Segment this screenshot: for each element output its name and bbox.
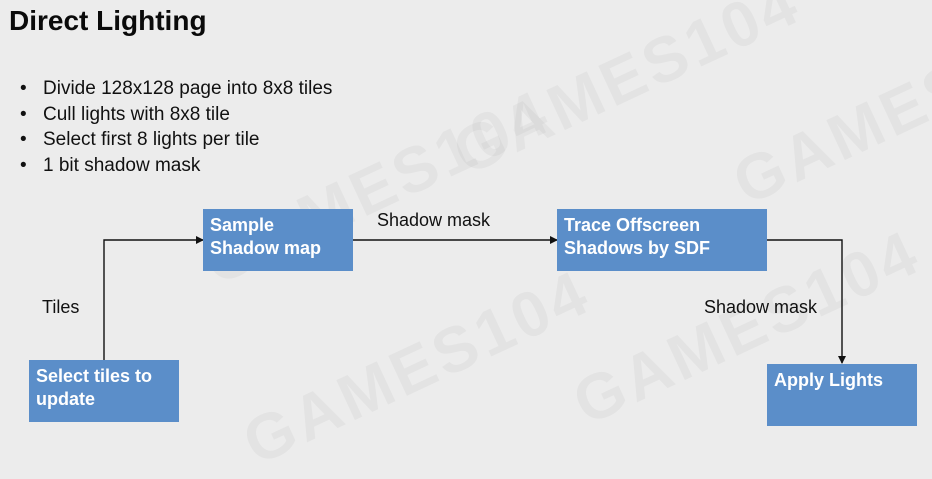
node-label-line: Shadows by SDF (564, 238, 711, 258)
node-apply-lights: Apply Lights (767, 364, 917, 426)
slide: GAMES104 GAMES104 GAMES104 GAMES104 GAME… (9, 5, 917, 426)
node-label-line: Sample (210, 215, 275, 235)
bullet-item: • Select first 8 lights per tile (20, 127, 332, 153)
bullet-text: Select first 8 lights per tile (43, 129, 260, 150)
node-label-line: update (36, 389, 96, 409)
node-label-line: Trace Offscreen (564, 215, 701, 235)
edge-tiles (103, 236, 204, 361)
bullet-glyph: • (20, 78, 27, 99)
node-trace-offscreen-shadows: Trace Offscreen Shadows by SDF (557, 209, 767, 271)
node-sample-shadow-map: Sample Shadow map (203, 209, 353, 271)
bullet-item: • 1 bit shadow mask (20, 153, 332, 179)
bullet-list: • Divide 128x128 page into 8x8 tiles • Cul… (20, 76, 332, 178)
flow-connectors (103, 236, 846, 364)
node-label-line: Shadow map (210, 238, 322, 258)
bullet-glyph: • (20, 129, 27, 150)
bullet-glyph: • (20, 154, 27, 176)
node-label-line: Apply Lights (774, 370, 883, 390)
bullet-text: 1 bit shadow mask (43, 154, 201, 176)
edge-label-shadow-mask: Shadow mask (377, 210, 491, 230)
edge-label-tiles: Tiles (42, 297, 80, 317)
slide-title: Direct Lighting (9, 5, 207, 36)
edge-shadow-mask-2 (767, 239, 846, 364)
edge-label-shadow-mask: Shadow mask (704, 297, 818, 317)
node-label-line: Select tiles to (36, 366, 153, 386)
node-select-tiles: Select tiles to update (29, 360, 179, 422)
bullet-glyph: • (20, 103, 27, 125)
bullet-item: • Cull lights with 8x8 tile (20, 102, 332, 128)
bullet-item: • Divide 128x128 page into 8x8 tiles (20, 76, 332, 102)
bullet-text: Cull lights with 8x8 tile (43, 103, 230, 125)
bullet-text: Divide 128x128 page into 8x8 tiles (43, 78, 333, 99)
